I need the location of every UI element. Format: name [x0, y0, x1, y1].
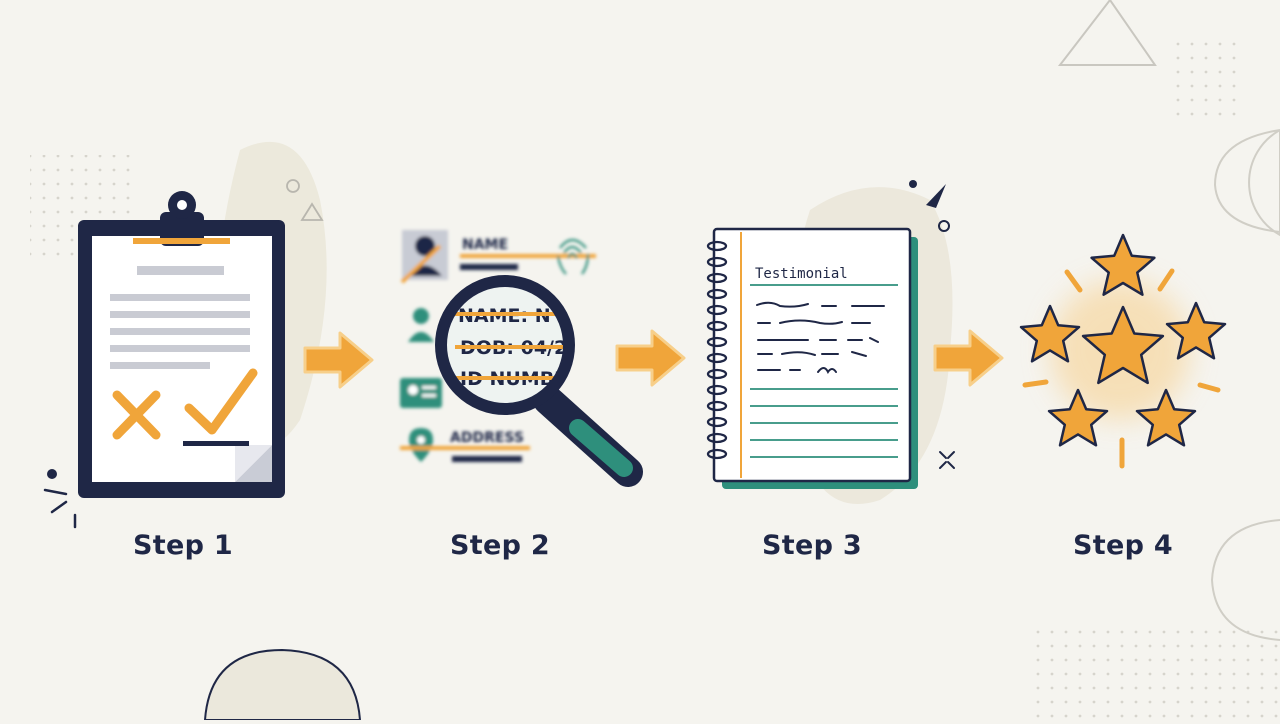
- clipboard-checklist-icon: [78, 191, 285, 498]
- fingerprint-icon: [556, 238, 590, 275]
- notebook-title: Testimonial: [755, 266, 848, 282]
- blurred-id-card: NAME AD: [400, 230, 596, 462]
- arrow-3-icon: [933, 329, 1004, 387]
- magnifier-id-card-icon: NAME AD: [400, 230, 643, 487]
- spiral-binding: [706, 240, 728, 460]
- location-pin-icon: [409, 428, 433, 462]
- arrow-2-icon: [615, 329, 686, 387]
- five-stars-icon: [1019, 233, 1227, 469]
- circle-outline-right-lower: [1210, 519, 1280, 641]
- handwriting-lines: [756, 301, 885, 374]
- id-name-label: NAME: [462, 237, 508, 253]
- step-2-label: Step 2: [450, 530, 550, 561]
- id-badge-icon: [400, 378, 442, 408]
- person-icon: [408, 308, 434, 342]
- semicircle-bottom: [203, 648, 362, 721]
- dot-grid-bottom-right: [1030, 620, 1280, 720]
- circle-outline-right: [1213, 129, 1280, 233]
- step-4-label: Step 4: [1073, 530, 1173, 561]
- star-icon: [1165, 301, 1227, 360]
- dot-grid-top-right: [1170, 35, 1240, 125]
- star-icon: [1090, 233, 1156, 296]
- id-address-label: ADDRESS: [450, 430, 524, 446]
- star-icon: [1081, 305, 1165, 385]
- arrow-1-icon: [303, 331, 374, 389]
- step-1-label: Step 1: [133, 530, 233, 561]
- testimonial-notebook-icon: Testimonial: [706, 227, 918, 489]
- star-icon: [1135, 388, 1197, 447]
- star-icon: [1047, 388, 1109, 447]
- triangle-outline: [1057, 0, 1157, 66]
- star-icon: [1019, 304, 1081, 363]
- step-3-label: Step 3: [762, 530, 862, 561]
- magnifier-ring: [435, 275, 575, 415]
